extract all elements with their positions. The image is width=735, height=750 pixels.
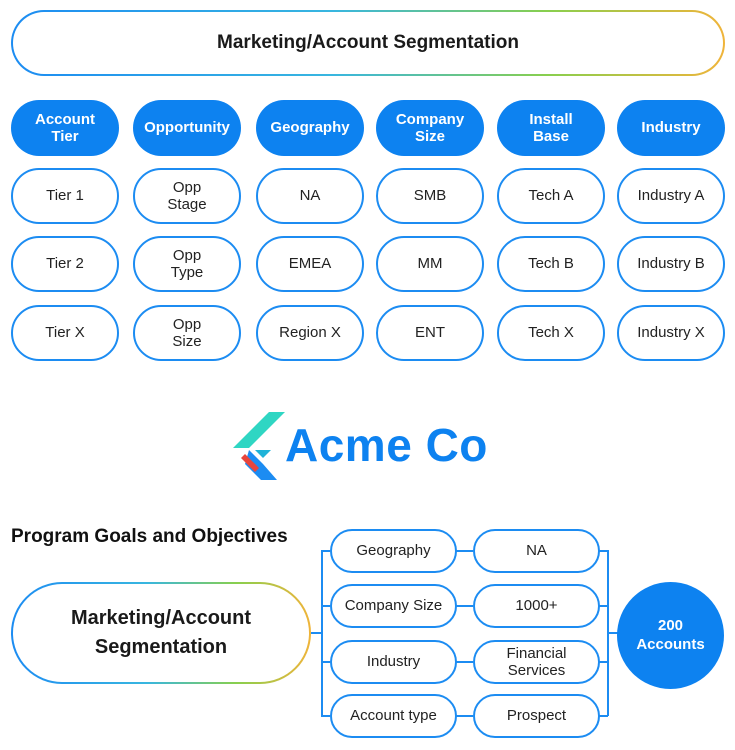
criteria-name-label: Account type xyxy=(350,707,437,725)
grid-cell: Tech A xyxy=(497,168,605,224)
connector-middle xyxy=(456,661,473,663)
grid-header-opportunity: Opportunity xyxy=(133,100,241,156)
grid-cell-label: Tier 1 xyxy=(46,187,84,205)
grid-cell: NA xyxy=(256,168,364,224)
connector-right-branch xyxy=(599,661,608,663)
grid-cell-label: EMEA xyxy=(288,255,332,273)
grid-cell-label: Region X xyxy=(279,324,341,342)
grid-cell-label: Opp Type xyxy=(170,246,204,281)
criteria-name-label: Industry xyxy=(366,653,421,671)
grid-header-industry: Industry xyxy=(617,100,725,156)
grid-cell: Industry X xyxy=(617,305,725,361)
grid-cell: MM xyxy=(376,236,484,292)
connector-left-branch xyxy=(321,661,330,663)
connector-left-branch xyxy=(321,715,330,717)
grid-cell: Opp Stage xyxy=(133,168,241,224)
criteria-value: Financial Services xyxy=(473,640,600,684)
grid-cell-label: Tech A xyxy=(528,187,574,205)
criteria-name: Account type xyxy=(330,694,457,738)
grid-cell: Tier X xyxy=(11,305,119,361)
grid-header-label: Geography xyxy=(270,119,350,137)
connector-right-branch xyxy=(599,605,608,607)
criteria-value-label: 1000+ xyxy=(515,597,558,615)
grid-cell: Tier 2 xyxy=(11,236,119,292)
connector-left-branch xyxy=(321,605,330,607)
grid-cell: ENT xyxy=(376,305,484,361)
criteria-value-label: Financial Services xyxy=(506,644,567,679)
grid-cell: Tech B xyxy=(497,236,605,292)
connector-right-branch xyxy=(599,715,608,717)
grid-cell-label: MM xyxy=(417,255,443,273)
grid-header-label: Opportunity xyxy=(144,119,230,137)
top-banner: Marketing/Account Segmentation xyxy=(11,10,725,76)
connector-middle xyxy=(456,550,473,552)
grid-header-geography: Geography xyxy=(256,100,364,156)
connector-right-branch xyxy=(599,550,608,552)
grid-cell: SMB xyxy=(376,168,484,224)
criteria-name: Geography xyxy=(330,529,457,573)
grid-cell: Tier 1 xyxy=(11,168,119,224)
connector-middle xyxy=(456,605,473,607)
grid-cell-label: Tier X xyxy=(45,324,85,342)
grid-cell: Region X xyxy=(256,305,364,361)
grid-cell: EMEA xyxy=(256,236,364,292)
program-section-title: Program Goals and Objectives xyxy=(11,526,288,547)
grid-header-label: Install Base xyxy=(529,110,573,145)
grid-cell-label: Industry X xyxy=(637,324,705,342)
connector-main-left xyxy=(311,632,322,634)
logo-mark-icon xyxy=(233,412,285,480)
criteria-name: Company Size xyxy=(330,584,457,628)
grid-cell-label: Tier 2 xyxy=(46,255,84,273)
connector-middle xyxy=(456,715,473,717)
grid-header-label: Account Tier xyxy=(35,110,95,145)
criteria-name-label: Geography xyxy=(356,542,431,560)
grid-cell-label: Tech B xyxy=(528,255,574,273)
criteria-name-label: Company Size xyxy=(344,597,443,615)
grid-cell-label: ENT xyxy=(415,324,445,342)
criteria-name: Industry xyxy=(330,640,457,684)
top-banner-title: Marketing/Account Segmentation xyxy=(217,32,519,54)
logo-wordmark: Acme Co xyxy=(285,419,488,471)
connector-left-branch xyxy=(321,550,330,552)
grid-header-label: Company Size xyxy=(395,110,465,145)
grid-cell: Industry A xyxy=(617,168,725,224)
criteria-value: 1000+ xyxy=(473,584,600,628)
grid-header-install-base: Install Base xyxy=(497,100,605,156)
grid-cell: Opp Type xyxy=(133,236,241,292)
grid-cell-label: Industry A xyxy=(637,187,705,205)
grid-cell-label: NA xyxy=(299,187,321,205)
grid-cell-label: SMB xyxy=(413,187,447,205)
grid-cell-label: Opp Stage xyxy=(167,178,207,213)
grid-cell: Opp Size xyxy=(133,305,241,361)
grid-cell-label: Opp Size xyxy=(172,315,202,350)
criteria-value: Prospect xyxy=(473,694,600,738)
connector-left-vertical xyxy=(321,550,323,716)
segmentation-node: Marketing/Account Segmentation xyxy=(11,582,311,684)
company-logo: Acme Co xyxy=(233,410,513,482)
grid-cell: Industry B xyxy=(617,236,725,292)
grid-cell: Tech X xyxy=(497,305,605,361)
result-circle: 200 Accounts xyxy=(617,582,724,689)
grid-header-label: Industry xyxy=(641,119,701,137)
grid-header-account-tier: Account Tier xyxy=(11,100,119,156)
criteria-value-label: Prospect xyxy=(506,707,567,725)
segmentation-node-label: Marketing/Account Segmentation xyxy=(70,607,252,658)
grid-cell-label: Industry B xyxy=(637,255,705,273)
grid-cell-label: Tech X xyxy=(528,324,574,342)
criteria-value: NA xyxy=(473,529,600,573)
grid-header-company-size: Company Size xyxy=(376,100,484,156)
criteria-value-label: NA xyxy=(526,542,547,560)
result-label: 200 Accounts xyxy=(636,616,705,653)
connector-to-result xyxy=(607,632,619,634)
